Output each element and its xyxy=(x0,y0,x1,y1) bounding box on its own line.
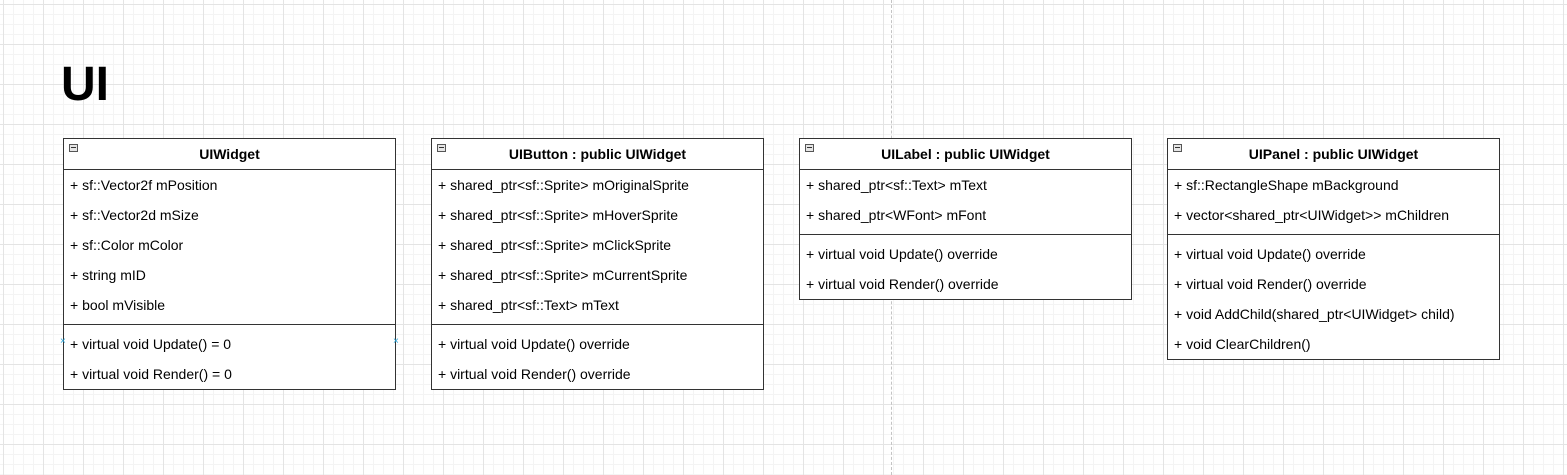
methods-section: + virtual void Update() override + virtu… xyxy=(800,235,1131,299)
class-header[interactable]: UIButton : public UIWidget xyxy=(432,139,763,170)
attribute-row[interactable]: + shared_ptr<WFont> mFont xyxy=(806,207,987,223)
method-row[interactable]: + virtual void Update() override xyxy=(1174,246,1366,262)
method-row[interactable]: + virtual void Update() override xyxy=(806,246,998,262)
attribute-row[interactable]: + sf::Vector2f mPosition xyxy=(70,177,218,193)
attributes-section: + shared_ptr<sf::Sprite> mOriginalSprite… xyxy=(432,170,763,325)
method-row[interactable]: + virtual void Render() override xyxy=(806,276,999,292)
attribute-row[interactable]: + shared_ptr<sf::Sprite> mCurrentSprite xyxy=(438,267,688,283)
collapse-icon[interactable] xyxy=(1173,144,1182,152)
attribute-row[interactable]: + shared_ptr<sf::Sprite> mHoverSprite xyxy=(438,207,679,223)
connection-handle-right-icon[interactable]: × xyxy=(393,336,399,347)
collapse-icon[interactable] xyxy=(805,144,814,152)
attribute-row[interactable]: + string mID xyxy=(70,267,146,283)
methods-section: + virtual void Update() override + virtu… xyxy=(1168,235,1499,359)
attribute-row[interactable]: + shared_ptr<sf::Text> mText xyxy=(438,297,619,313)
methods-section: + virtual void Update() = 0 + virtual vo… xyxy=(64,325,395,389)
collapse-icon[interactable] xyxy=(437,144,446,152)
method-row[interactable]: + virtual void Update() = 0 xyxy=(70,336,232,352)
attribute-row[interactable]: + sf::Vector2d mSize xyxy=(70,207,199,223)
attribute-row[interactable]: + vector<shared_ptr<UIWidget>> mChildren xyxy=(1174,207,1450,223)
attribute-row[interactable]: + bool mVisible xyxy=(70,297,166,313)
method-row[interactable]: + void ClearChildren() xyxy=(1174,336,1311,352)
class-name: UIButton : public UIWidget xyxy=(508,146,687,162)
method-row[interactable]: + virtual void Render() override xyxy=(1174,276,1367,292)
class-header[interactable]: UILabel : public UIWidget xyxy=(800,139,1131,170)
connection-handle-left-icon[interactable]: × xyxy=(60,336,66,347)
class-uipanel[interactable]: UIPanel : public UIWidget + sf::Rectangl… xyxy=(1167,138,1500,360)
attribute-row[interactable]: + shared_ptr<sf::Text> mText xyxy=(806,177,987,193)
attribute-row[interactable]: + sf::Color mColor xyxy=(70,237,184,253)
class-name: UIPanel : public UIWidget xyxy=(1248,146,1419,162)
collapse-icon[interactable] xyxy=(69,144,78,152)
class-uilabel[interactable]: UILabel : public UIWidget + shared_ptr<s… xyxy=(799,138,1132,300)
class-header[interactable]: UIPanel : public UIWidget xyxy=(1168,139,1499,170)
class-name: UILabel : public UIWidget xyxy=(881,146,1050,162)
diagram-title: UI xyxy=(61,58,109,111)
attribute-row[interactable]: + shared_ptr<sf::Sprite> mClickSprite xyxy=(438,237,672,253)
attribute-row[interactable]: + shared_ptr<sf::Sprite> mOriginalSprite xyxy=(438,177,689,193)
attributes-section: + sf::Vector2f mPosition + sf::Vector2d … xyxy=(64,170,395,325)
method-row[interactable]: + virtual void Render() = 0 xyxy=(70,366,232,382)
class-uiwidget[interactable]: UIWidget + sf::Vector2f mPosition + sf::… xyxy=(60,138,399,390)
attributes-section: + shared_ptr<sf::Text> mText + shared_pt… xyxy=(800,170,1131,235)
attributes-section: + sf::RectangleShape mBackground + vecto… xyxy=(1168,170,1499,235)
method-row[interactable]: + virtual void Update() override xyxy=(438,336,630,352)
class-name: UIWidget xyxy=(199,146,260,162)
attribute-row[interactable]: + sf::RectangleShape mBackground xyxy=(1174,177,1399,193)
methods-section: + virtual void Update() override + virtu… xyxy=(432,325,763,389)
method-row[interactable]: + virtual void Render() override xyxy=(438,366,631,382)
class-header[interactable]: UIWidget xyxy=(64,139,395,170)
method-row[interactable]: + void AddChild(shared_ptr<UIWidget> chi… xyxy=(1174,306,1455,322)
class-uibutton[interactable]: UIButton : public UIWidget + shared_ptr<… xyxy=(431,138,764,390)
